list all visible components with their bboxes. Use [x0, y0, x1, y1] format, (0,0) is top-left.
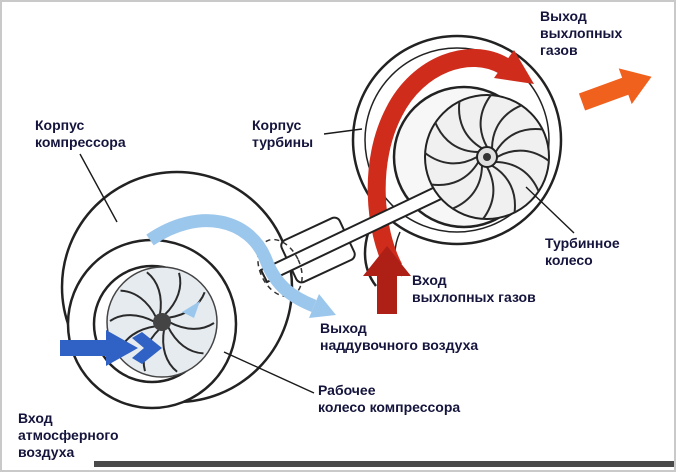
compressor-housing-label: Корпус компрессора — [35, 117, 126, 150]
turbine-inner-ring — [364, 47, 550, 233]
leader-compressor-housing — [79, 153, 118, 223]
turbine-blade — [482, 166, 495, 220]
turbine-blade — [424, 152, 478, 165]
compressor-blade — [146, 271, 162, 316]
compressor-blade — [120, 289, 158, 319]
compressor-blade — [162, 328, 178, 373]
charge-air-chevron — [182, 301, 200, 318]
turbine-wheel-label: Турбинное колесо — [545, 235, 620, 268]
compressor-blade — [168, 321, 215, 330]
exhaust-inlet-arrow — [363, 246, 411, 314]
compressor-blade — [109, 314, 156, 323]
turbine-wheel — [424, 94, 550, 220]
turbine-blade — [434, 122, 479, 153]
turbine-blade — [494, 128, 543, 153]
air-inlet-chevron — [132, 332, 162, 364]
turbine-housing-label: Корпус турбины — [252, 117, 314, 150]
charge-air-outlet-label: Выход наддувочного воздуха — [320, 320, 479, 353]
turbine-blade — [491, 164, 516, 213]
compressor-blade — [166, 325, 204, 355]
turbine-blade — [479, 94, 492, 148]
charge-air-arrowhead — [309, 294, 336, 318]
leader-turbine-housing — [323, 128, 363, 135]
turbine-blade — [491, 104, 522, 149]
charge-air-flow-swirl — [146, 214, 317, 313]
exhaust-flow-arrowhead — [494, 50, 534, 84]
exhaust-outlet-arrow — [578, 68, 652, 111]
turbine-blade — [452, 165, 483, 210]
exhaust-inlet-label: Вход выхлопных газов — [412, 272, 536, 305]
compressor-wheel — [106, 266, 218, 378]
turbine-blade — [496, 149, 550, 162]
leader-lines — [79, 128, 575, 394]
bottom-bar — [94, 461, 674, 467]
leader-turbine-wheel — [525, 186, 575, 234]
turbine-blade — [458, 101, 483, 150]
turbine-hub-center — [483, 153, 491, 161]
turbine-blade — [431, 161, 480, 186]
compressor-wheel-label: Рабочее колесо компрессора — [318, 382, 461, 415]
compressor-blade — [163, 272, 182, 317]
turbine-blade — [495, 161, 540, 192]
air-inlet-arrow — [60, 330, 138, 366]
compressor-hub — [153, 313, 171, 331]
exhaust-outlet-label: Выход выхлопных газов — [540, 8, 623, 58]
air-inlet-label: Вход атмосферного воздуха — [18, 410, 119, 460]
leader-compressor-wheel — [223, 351, 315, 394]
